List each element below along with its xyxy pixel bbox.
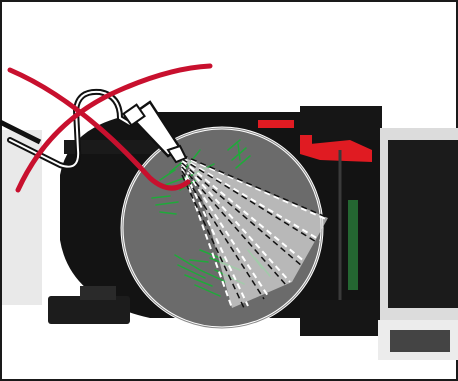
mower-cleaning-illustration — [0, 0, 458, 381]
illustration-frame — [0, 0, 458, 381]
